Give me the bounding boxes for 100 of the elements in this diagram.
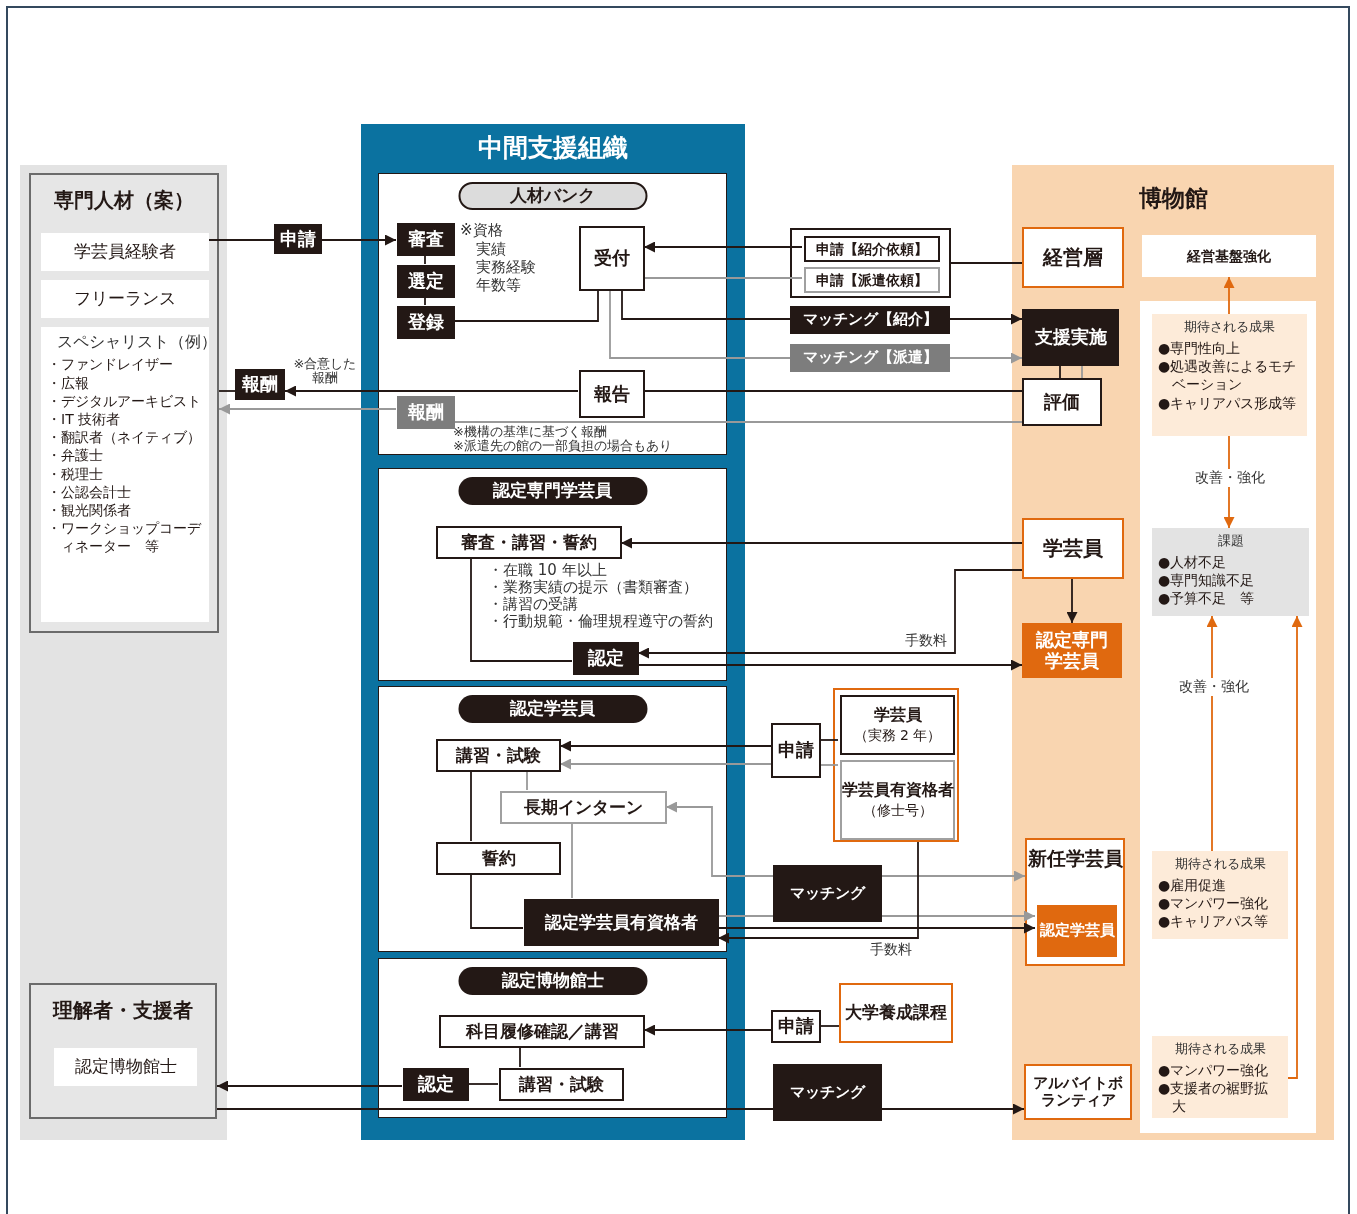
list-item: ・IT 技術者 [47, 409, 122, 429]
arrow [559, 740, 772, 752]
arrow [321, 234, 397, 246]
connector-line [424, 254, 426, 265]
list-item: ・弁護士 [47, 446, 104, 465]
process-box: マッチング【紹介】 [790, 306, 950, 334]
role-box: 学芸員 [1022, 518, 1124, 579]
connector-line [519, 1046, 521, 1068]
note-text: ※合意した報酬 [292, 357, 358, 385]
arrow [1287, 615, 1303, 1079]
section-pill: 認定専門学芸員 [458, 477, 647, 505]
process-box: 認定 [403, 1068, 469, 1101]
panel-title: 理解者・支援者 [53, 999, 193, 1022]
arrow [949, 313, 1023, 325]
list-heading: 期待される成果 [1173, 1042, 1267, 1057]
list-item: ・公認会計士 [47, 482, 132, 501]
applicant-box [840, 760, 955, 840]
note-text: 年数等 [476, 277, 521, 294]
list-item: ・ファンドレイザー [47, 355, 174, 374]
connector-line [453, 289, 599, 322]
arrow [665, 801, 774, 877]
process-box: 審査 [397, 223, 455, 256]
note-text: ※資格 [460, 222, 503, 239]
process-box: 講習・試験 [436, 739, 561, 772]
section-panel [378, 173, 727, 455]
applicant-box [840, 695, 955, 755]
section-pill: 認定博物館士 [458, 967, 647, 995]
arrow [643, 1024, 772, 1036]
list-item: ●処遇改善によるモチベーション [1158, 357, 1298, 394]
connector-line [609, 289, 791, 359]
role-box: 経営層 [1022, 227, 1124, 288]
group-panel [29, 173, 219, 633]
arrow [881, 1103, 1025, 1115]
arrow [717, 841, 919, 944]
issue-card [1152, 528, 1309, 616]
note-text: ※機構の基準に基づく報酬 [453, 425, 607, 440]
list-item: ●人材不足 [1158, 552, 1228, 572]
organization-panel [361, 124, 745, 1140]
process-box: 支援実施 [1022, 309, 1119, 366]
list-item: ●予算不足 等 [1158, 589, 1256, 608]
edge-label: 改善・強化 [1177, 678, 1251, 696]
list-item: ●専門性向上 [1158, 338, 1242, 358]
connector-line [470, 873, 524, 929]
connector-line [526, 770, 528, 791]
panel-title: 中間支援組織 [478, 134, 628, 163]
section-panel [378, 468, 727, 681]
list-item: ・翻訳者（ネイティブ） [47, 428, 202, 447]
note-text: 実務経験 [476, 259, 536, 276]
role-box: 大学養成課程 [839, 983, 953, 1043]
edge-label: 改善・強化 [1193, 469, 1267, 487]
process-box: 審査・講習・誓約 [436, 526, 622, 559]
arrow [1066, 578, 1078, 624]
process-box: 申請【派遣依頼】 [804, 267, 940, 293]
note-text: ・講習の受講 [488, 597, 579, 613]
section-pill: 人材バンク [458, 182, 647, 210]
list-item: ●キャリアパス形成等 [1158, 393, 1298, 412]
list-item: ・観光関係者 [47, 500, 132, 520]
list-item: ●専門知識不足 [1158, 571, 1256, 590]
section-panel [378, 686, 727, 952]
list-item: ●マンパワー強化 [1158, 1060, 1270, 1080]
arrow [620, 537, 1023, 549]
process-box: 報告 [579, 370, 645, 418]
note-text: ・在職 10 年以上 [488, 563, 608, 579]
note-text: ・業務実績の提示（書類審査） [488, 580, 699, 596]
result-card [1152, 851, 1288, 939]
process-box: 申請【紹介依頼】 [804, 236, 940, 262]
process-box: 申請 [771, 1010, 821, 1043]
process-box: 講習・試験 [499, 1068, 624, 1101]
list-heading: 期待される成果 [1173, 857, 1267, 872]
list-item: ・広報 [47, 373, 90, 392]
note-text: ※派遣先の館の一部負担の場合もあり [453, 439, 672, 454]
process-box: 登録 [397, 306, 455, 339]
category-box: 認定博物館士 [54, 1048, 197, 1086]
panel-title: 新任学芸員 [1027, 848, 1123, 870]
process-box: 選定 [397, 265, 455, 298]
result-card [1152, 314, 1307, 436]
list-item: ●マンパワー強化 [1158, 894, 1270, 913]
arrow [559, 758, 772, 770]
process-box: 認定 [573, 642, 639, 675]
arrow [218, 403, 397, 415]
connector-line [643, 277, 803, 279]
process-box: 科目履修確認／講習 [439, 1015, 645, 1048]
connector-line [467, 1083, 499, 1085]
connector-line [643, 390, 1023, 392]
qualification-box: 認定専門学芸員 [1022, 623, 1122, 678]
list-card [41, 327, 209, 622]
role-box [1025, 838, 1125, 966]
process-box: 報酬 [235, 369, 285, 400]
process-box: 長期インターン [500, 791, 667, 824]
list-item: ・税理士 [47, 464, 104, 483]
panel-title: 博物館 [1138, 185, 1208, 212]
museum-panel [1012, 165, 1334, 1140]
panel-title: 専門人材（案） [54, 189, 194, 212]
connector-line [621, 289, 791, 320]
list-heading: 課題 [1216, 534, 1245, 549]
note-text: 実績 [476, 241, 506, 258]
arrow [643, 241, 803, 253]
list-item: ・ワークショップコーディネーター 等 [47, 519, 203, 556]
list-item: ●キャリアパス等 [1158, 912, 1270, 931]
result-card [1152, 1036, 1288, 1118]
